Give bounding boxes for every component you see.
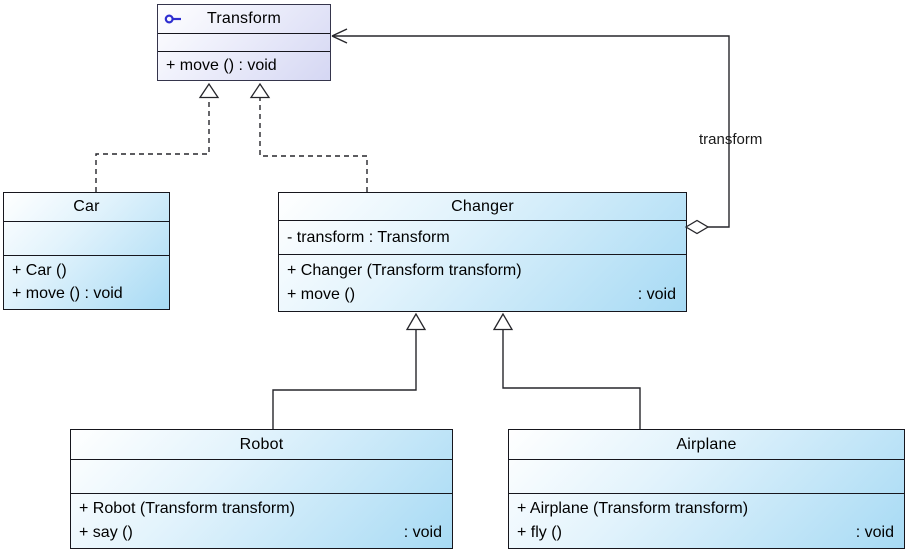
operations-compartment: + Car () + move () : void xyxy=(4,256,169,309)
hollow-triangle-arrowhead xyxy=(198,82,220,99)
operation-text: + move () : void xyxy=(166,57,277,74)
class-box-changer[interactable]: Changer - transform : Transform + Change… xyxy=(278,192,687,312)
class-header: Transform xyxy=(158,5,330,34)
operation-text: + Robot (Transform transform) xyxy=(79,500,295,517)
hollow-triangle-arrowhead xyxy=(492,312,514,331)
attributes-compartment xyxy=(509,460,904,494)
operation-return: : void xyxy=(855,524,894,541)
operation-return: : void xyxy=(637,286,676,304)
aggregation-diamond xyxy=(684,219,710,235)
operations-compartment: + Changer (Transform transform) + move (… xyxy=(279,255,686,311)
class-name: Robot xyxy=(239,435,284,453)
attributes-compartment: - transform : Transform xyxy=(279,221,686,255)
class-box-transform[interactable]: Transform + move () : void xyxy=(157,4,331,81)
realization-car-transform[interactable] xyxy=(95,82,220,192)
class-box-car[interactable]: Car + Car () + move () : void xyxy=(3,192,170,310)
generalization-robot-changer[interactable] xyxy=(272,312,427,429)
operations-compartment: + Robot (Transform transform) + say () :… xyxy=(71,494,452,548)
operations-compartment: + Airplane (Transform transform) + fly (… xyxy=(509,494,904,548)
operation-text: + say () xyxy=(79,524,133,541)
class-box-airplane[interactable]: Airplane + Airplane (Transform transform… xyxy=(508,429,905,549)
operation-row: + move () : void xyxy=(158,57,330,75)
operation-row: + Car () xyxy=(4,262,169,280)
operation-text: + fly () xyxy=(517,524,562,541)
operation-row: + Changer (Transform transform) xyxy=(279,262,686,280)
class-name: Car xyxy=(73,198,100,215)
association-role-label: transform xyxy=(699,131,763,148)
attribute-row: - transform : Transform xyxy=(279,229,686,247)
operation-text: + move () xyxy=(287,286,356,304)
interface-lollipop-icon xyxy=(164,13,183,25)
operation-row: + fly () : void xyxy=(509,524,904,542)
operation-text: + move () : void xyxy=(12,285,123,303)
class-box-robot[interactable]: Robot + Robot (Transform transform) + sa… xyxy=(70,429,453,549)
class-header: Changer xyxy=(279,193,686,221)
attributes-compartment xyxy=(4,222,169,256)
hollow-triangle-arrowhead xyxy=(405,312,427,331)
class-header: Airplane xyxy=(509,430,904,460)
realization-changer-transform[interactable] xyxy=(249,82,368,192)
operation-row: + move () : void xyxy=(279,286,686,304)
class-header: Robot xyxy=(71,430,452,460)
generalization-airplane-changer[interactable] xyxy=(492,312,641,429)
operation-return: : void xyxy=(403,524,442,541)
operation-text: + Changer (Transform transform) xyxy=(287,261,522,279)
operations-compartment: + move () : void xyxy=(158,52,330,80)
operation-row: + move () : void xyxy=(4,285,169,303)
attributes-compartment xyxy=(158,34,330,52)
operation-text: + Car () xyxy=(12,261,67,279)
class-name: Transform xyxy=(206,10,282,27)
operation-text: + Airplane (Transform transform) xyxy=(517,500,749,517)
class-name: Changer xyxy=(451,197,514,215)
hollow-triangle-arrowhead xyxy=(249,82,271,99)
class-name: Airplane xyxy=(676,435,737,453)
operation-row: + say () : void xyxy=(71,524,452,542)
class-header: Car xyxy=(4,193,169,222)
attribute-text: - transform : Transform xyxy=(287,228,450,246)
attributes-compartment xyxy=(71,460,452,494)
operation-row: + Robot (Transform transform) xyxy=(71,500,452,518)
operation-row: + Airplane (Transform transform) xyxy=(509,500,904,518)
open-arrowhead xyxy=(331,28,348,44)
